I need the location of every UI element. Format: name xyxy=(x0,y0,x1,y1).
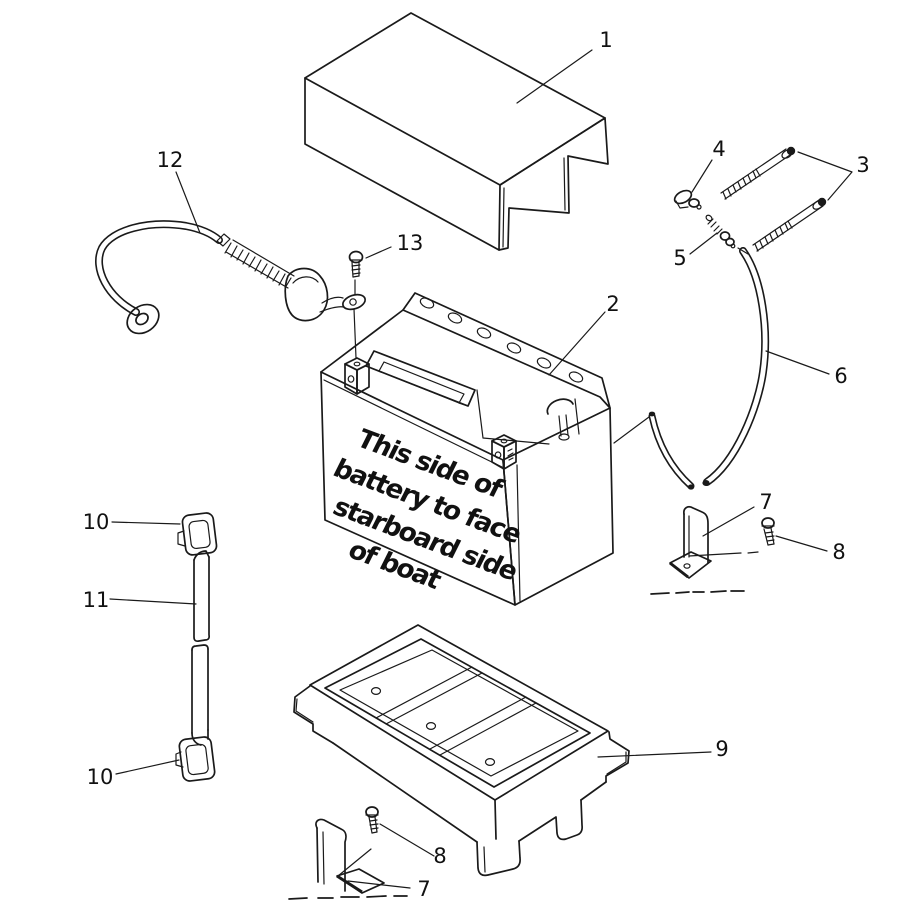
callout-label-9: 9 xyxy=(715,737,728,761)
leader-lines xyxy=(109,49,853,889)
callout-label-12: 12 xyxy=(157,148,184,172)
callout-label-1: 1 xyxy=(599,28,612,52)
battery xyxy=(320,292,614,606)
terminal-screw xyxy=(348,250,364,295)
callout-label-13: 13 xyxy=(397,231,424,255)
strap-hook-bottom xyxy=(175,736,216,782)
callout-label-5: 5 xyxy=(673,246,686,270)
vent-hose xyxy=(613,247,770,490)
cable-ring-terminal xyxy=(126,303,160,335)
callout-label-4: 4 xyxy=(712,137,725,161)
screw-lower xyxy=(752,197,827,252)
bracket-right xyxy=(669,505,712,579)
bracket-bottom xyxy=(315,818,385,894)
cable-break-stub xyxy=(216,233,231,247)
screw-axis-line xyxy=(337,848,372,877)
callout-label-10-top: 10 xyxy=(83,510,110,534)
callout-label-8-right: 8 xyxy=(832,540,845,564)
callout-label-7-bottom: 7 xyxy=(417,877,430,901)
battery-cable xyxy=(95,220,366,335)
vent-cap xyxy=(673,189,702,210)
screw-upper xyxy=(720,146,796,200)
battery-vent-elbow xyxy=(546,398,574,441)
battery-handle-recess xyxy=(365,350,476,407)
battery-tray xyxy=(293,624,630,877)
vent-fitting xyxy=(705,214,736,249)
strap-hook-top xyxy=(177,512,218,556)
vent-hose-stub xyxy=(648,411,695,490)
dashed-line-bottom xyxy=(288,895,408,900)
callout-label-11: 11 xyxy=(83,588,110,612)
bracket-screw-bottom xyxy=(337,806,379,877)
bracket-screw-right xyxy=(761,517,775,546)
hold-down-strap xyxy=(191,550,211,746)
callout-label-3: 3 xyxy=(856,153,869,177)
callout-label-10-bottom: 10 xyxy=(87,765,114,789)
battery-terminal-middle xyxy=(491,434,517,470)
mounting-screws xyxy=(720,146,827,252)
cable-end-ring-terminal xyxy=(342,293,366,311)
terminal-boot xyxy=(284,267,345,322)
tray-ribs xyxy=(375,666,537,756)
callout-label-6: 6 xyxy=(834,364,847,388)
battery-cover xyxy=(304,12,609,251)
dashed-line-right xyxy=(650,590,745,595)
callout-label-2: 2 xyxy=(606,292,619,316)
battery-cell-caps xyxy=(419,297,584,383)
hose-to-battery-line xyxy=(613,416,650,444)
tray-holes xyxy=(370,686,496,766)
callout-label-8-bottom: 8 xyxy=(433,844,446,868)
cable-corrugated-sleeve xyxy=(224,239,295,289)
battery-terminal-left xyxy=(344,357,370,395)
callout-label-7-right: 7 xyxy=(759,490,772,514)
